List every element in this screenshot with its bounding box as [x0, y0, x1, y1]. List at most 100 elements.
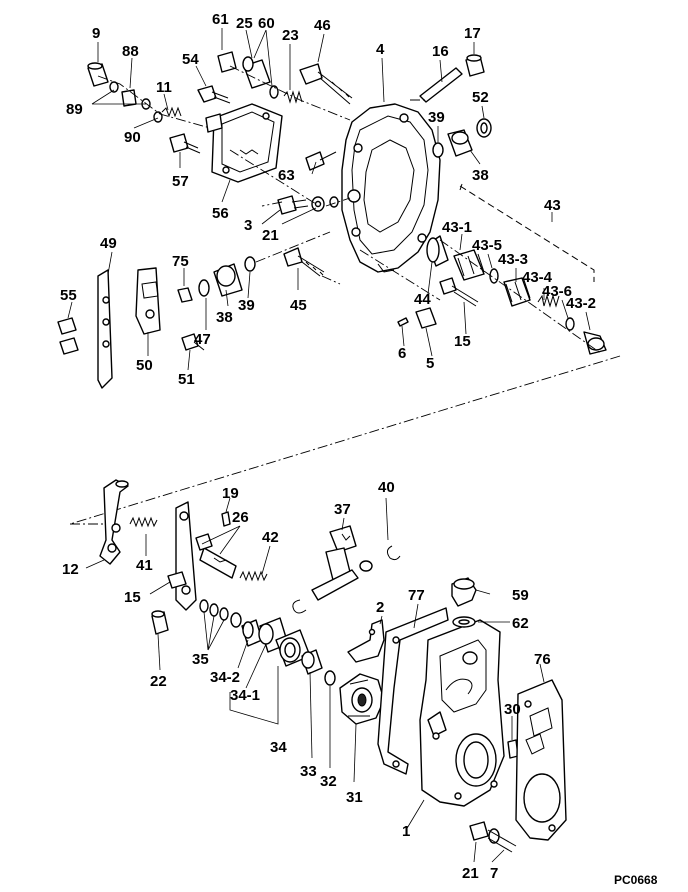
callout-77: 77 [408, 587, 425, 604]
callout-43-1: 43-1 [442, 219, 472, 236]
callout-35: 35 [192, 651, 209, 668]
spring-assembly-43 [426, 235, 607, 355]
callout-59: 59 [512, 587, 529, 604]
gasket-77 [377, 607, 449, 775]
bolt-7-washer-21 [469, 821, 517, 853]
callout-61: 61 [212, 11, 229, 28]
callout-45: 45 [290, 297, 307, 314]
lever-15 [167, 501, 197, 611]
callout-11: 11 [156, 79, 172, 96]
flyweight-31 [339, 673, 385, 725]
callout-39-top: 39 [428, 109, 445, 126]
callout-60: 60 [258, 15, 275, 32]
callout-43-3: 43-3 [498, 251, 528, 268]
callout-34-1: 34-1 [230, 687, 260, 704]
callout-31: 31 [346, 789, 363, 806]
callout-1: 1 [402, 823, 410, 840]
callout-44: 44 [414, 291, 431, 308]
callout-17: 17 [464, 25, 481, 42]
callout-43: 43 [544, 197, 561, 214]
screws-55 [57, 317, 79, 355]
callout-21-bottom: 21 [462, 865, 479, 882]
callout-55: 55 [60, 287, 77, 304]
callout-54: 54 [182, 51, 199, 68]
bolt-51 [181, 333, 205, 351]
callout-15: 15 [124, 589, 141, 606]
plug-59-washer-62 [451, 577, 477, 628]
callout-33: 33 [300, 763, 317, 780]
bush-22 [151, 610, 169, 635]
gasket-76 [515, 679, 567, 841]
callout-labels: 9 88 89 90 11 54 57 56 61 25 60 23 46 4 … [60, 11, 658, 887]
callout-23: 23 [282, 27, 299, 44]
small-parts-top-middle [217, 51, 353, 215]
callout-43-2: 43-2 [566, 295, 596, 312]
callout-25: 25 [236, 15, 253, 32]
callout-10: 15 [454, 333, 471, 350]
sleeve-assembly-34 [241, 617, 311, 667]
bolts-45-10 [283, 247, 479, 329]
callout-37: 37 [334, 501, 351, 518]
assembly-lines [69, 65, 621, 525]
governor-housing [341, 103, 441, 273]
bracket-50 [135, 267, 161, 335]
callout-32: 32 [320, 773, 337, 790]
callout-42: 42 [262, 529, 279, 546]
callout-43-5: 43-5 [472, 237, 502, 254]
clip-lower [292, 599, 307, 614]
callout-76: 76 [534, 651, 551, 668]
callout-46: 46 [314, 17, 331, 34]
bush-33-washer-32 [301, 649, 336, 686]
lever-12 [99, 479, 129, 565]
callout-21-top: 21 [262, 227, 279, 244]
callout-88: 88 [122, 43, 139, 60]
washers-35 [199, 599, 242, 628]
diagram-code: PC0668 [614, 873, 658, 887]
callout-63: 63 [278, 167, 295, 184]
spring-42 [239, 570, 268, 582]
callout-43-4: 43-4 [522, 269, 553, 286]
callout-7: 7 [490, 865, 498, 882]
callout-9: 9 [92, 25, 100, 42]
callout-40: 40 [378, 479, 395, 496]
bracket-2 [347, 619, 385, 663]
callout-62: 62 [512, 615, 529, 632]
callout-4: 4 [376, 41, 385, 58]
callout-49: 49 [100, 235, 117, 252]
callout-5: 5 [426, 355, 434, 372]
callout-30: 30 [504, 701, 521, 718]
bracket-49 [97, 269, 113, 389]
small-parts-top-left [87, 62, 283, 183]
callout-56: 56 [212, 205, 229, 222]
callout-34-2: 34-2 [210, 669, 240, 686]
callout-39-left: 39 [238, 297, 255, 314]
callout-26: 26 [232, 509, 249, 526]
shaft-lever-37 [311, 525, 373, 601]
link-26 [195, 511, 237, 579]
callout-34: 34 [270, 739, 287, 756]
callout-16: 16 [432, 43, 449, 60]
callout-6: 6 [398, 345, 406, 362]
leader-lines [67, 28, 591, 863]
callout-50: 50 [136, 357, 153, 374]
callout-41: 41 [136, 557, 153, 574]
callout-3: 3 [244, 217, 252, 234]
small-parts-top-right [419, 54, 492, 158]
callout-57: 57 [172, 173, 189, 190]
callout-52: 52 [472, 89, 489, 106]
callout-47: 47 [194, 331, 211, 348]
clip-40 [386, 545, 401, 561]
callout-38-left: 38 [216, 309, 233, 326]
callout-90: 90 [124, 129, 141, 146]
callout-75: 75 [172, 253, 189, 270]
governor-housing-lower [419, 619, 505, 807]
callout-22: 22 [150, 673, 167, 690]
small-parts-upper-left [177, 256, 256, 303]
callout-38-top: 38 [472, 167, 489, 184]
spring-41 [129, 516, 158, 528]
callout-12: 12 [62, 561, 79, 578]
callout-2: 2 [376, 599, 384, 616]
callout-89: 89 [66, 101, 83, 118]
callout-19: 19 [222, 485, 239, 502]
